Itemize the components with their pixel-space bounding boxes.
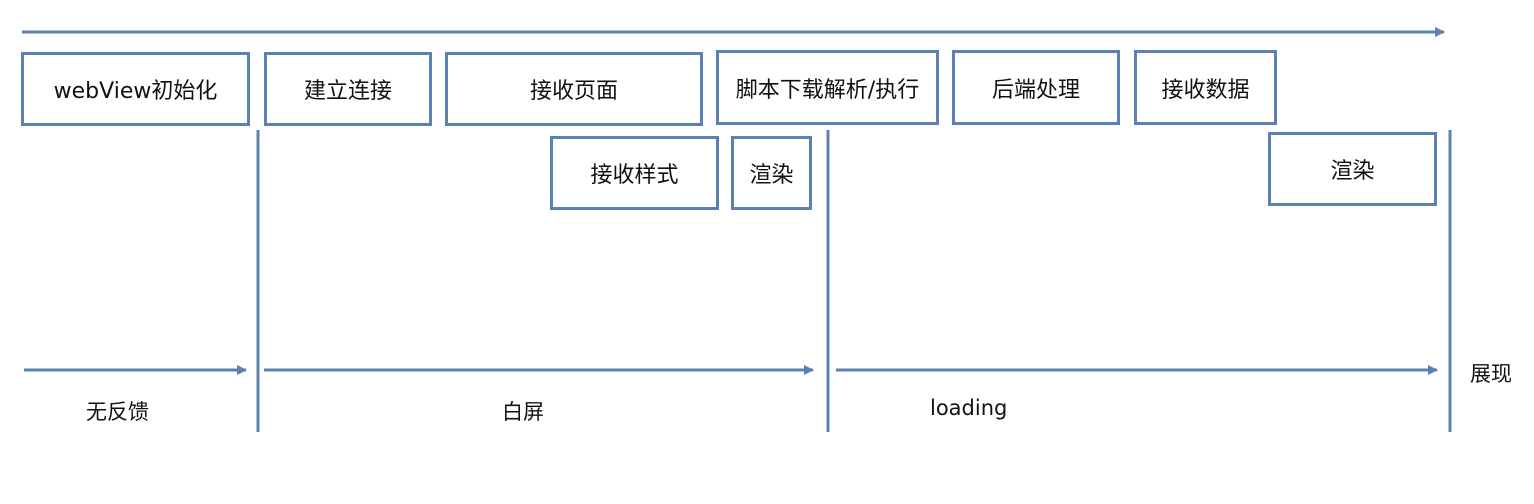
step-box-render-first: 渲染: [731, 136, 812, 210]
end-label-display: 展现: [1470, 362, 1512, 386]
step-box-render-final: 渲染: [1268, 132, 1437, 206]
step-box-receive-styles: 接收样式: [550, 136, 719, 210]
phase-label-no-feedback: 无反馈: [86, 400, 149, 424]
step-box-receive-page: 接收页面: [445, 52, 703, 126]
step-box-webview-init: webView初始化: [21, 52, 250, 126]
phase-label-loading: loading: [930, 396, 1008, 420]
step-box-backend-processing: 后端处理: [952, 50, 1120, 125]
step-box-receive-data: 接收数据: [1134, 50, 1277, 125]
phase-label-white-screen: 白屏: [502, 400, 544, 424]
step-box-connect: 建立连接: [264, 52, 432, 126]
step-box-script-download-execute: 脚本下载解析/执行: [716, 50, 939, 125]
